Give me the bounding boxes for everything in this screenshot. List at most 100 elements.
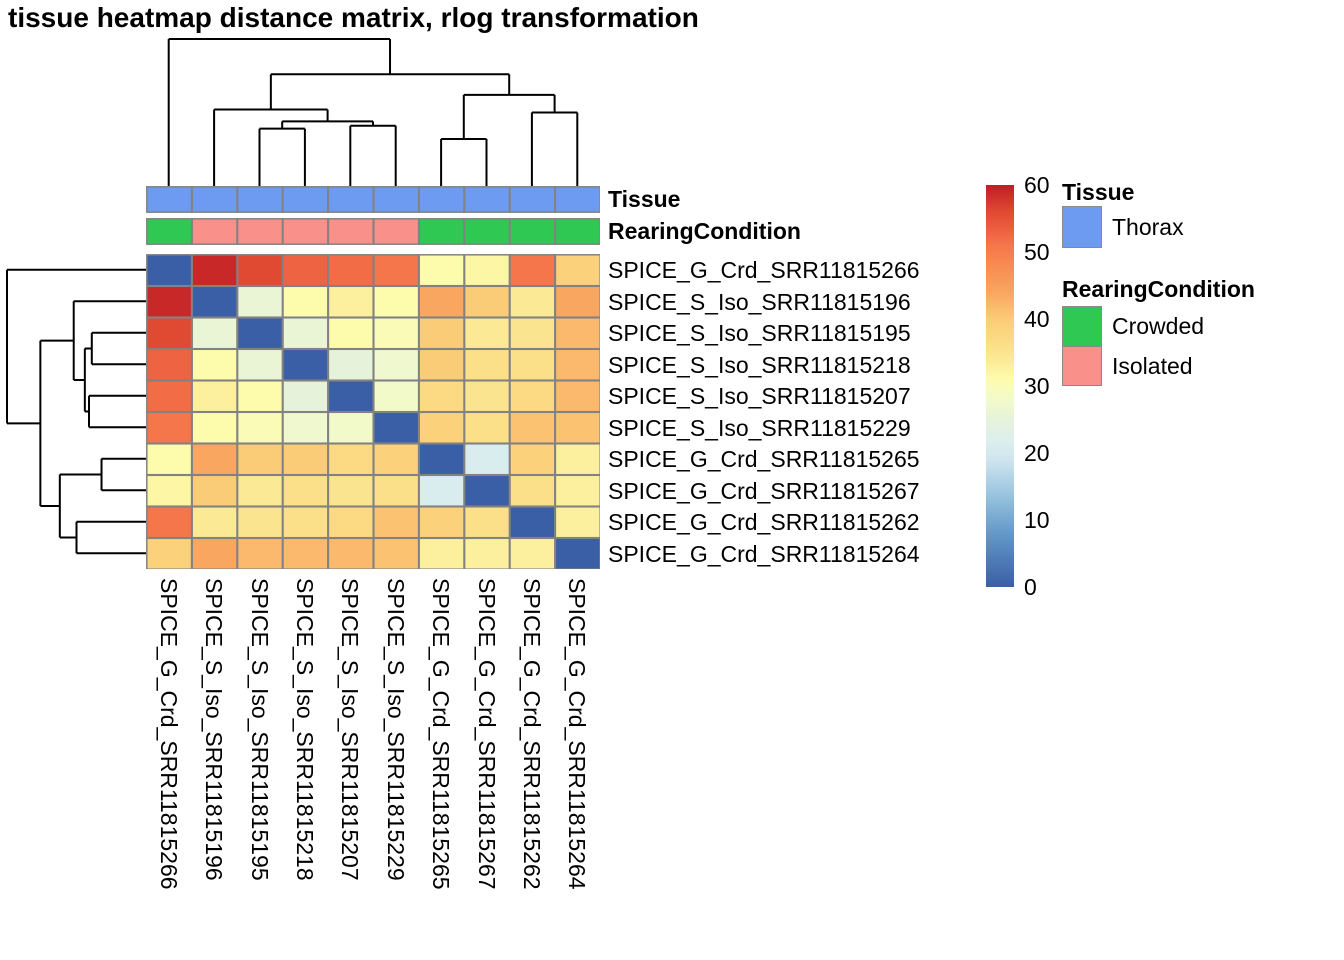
colorbar-tick: 60 <box>1024 172 1050 198</box>
heatmap-cell <box>236 285 284 318</box>
heatmap-cell <box>282 380 329 413</box>
heatmap-cell <box>463 443 511 476</box>
heatmap-cell <box>191 380 238 413</box>
legend-swatch-thorax <box>1062 206 1102 248</box>
rearing-annotation-cell <box>327 218 374 245</box>
colorbar-tick: 20 <box>1024 440 1050 466</box>
colorbar-tick: 50 <box>1024 239 1050 265</box>
heatmap-cell <box>191 285 238 318</box>
column-label: SPICE_S_Iso_SRR11815229 <box>382 578 409 881</box>
column-label: SPICE_G_Crd_SRR11815266 <box>155 578 182 890</box>
column-label: SPICE_S_Iso_SRR11815207 <box>337 578 364 881</box>
tissue-annotation-cell <box>463 186 511 213</box>
heatmap-cell <box>282 285 329 318</box>
heatmap-cell <box>236 411 284 444</box>
row-dendrogram <box>6 268 146 555</box>
heatmap-cell <box>418 411 465 444</box>
heatmap-cell <box>418 254 465 287</box>
colorbar-tick: 10 <box>1024 507 1050 533</box>
legend-rearing-heading: RearingCondition <box>1062 276 1255 302</box>
tissue-annotation-cell <box>236 186 284 213</box>
colorbar-gradient <box>986 185 1014 587</box>
heatmap-cell <box>373 380 420 413</box>
tissue-annotation-cell <box>282 186 329 213</box>
heatmap-cell <box>418 443 465 476</box>
heatmap-cell <box>509 348 556 381</box>
column-label: SPICE_G_Crd_SRR11815265 <box>428 578 455 890</box>
heatmap-cell <box>418 285 465 318</box>
heatmap-cell <box>509 443 556 476</box>
heatmap-cell <box>327 348 374 381</box>
heatmap-cell <box>554 380 600 413</box>
tissue-annotation-cell <box>327 186 374 213</box>
heatmap-cell <box>327 506 374 539</box>
heatmap-matrix <box>146 254 600 569</box>
heatmap-cell <box>554 506 600 539</box>
heatmap-cell <box>282 506 329 539</box>
row-label: SPICE_S_Iso_SRR11815207 <box>608 383 911 409</box>
heatmap-cell <box>463 474 511 507</box>
tissue-annotation-label: Tissue <box>608 186 681 212</box>
column-label: SPICE_S_Iso_SRR11815195 <box>246 578 273 881</box>
heatmap-cell <box>418 317 465 350</box>
heatmap-cell <box>509 537 556 569</box>
heatmap-cell <box>509 474 556 507</box>
heatmap-cell <box>146 254 193 287</box>
rearing-annotation-cell <box>282 218 329 245</box>
heatmap-cell <box>327 537 374 569</box>
heatmap-cell <box>509 254 556 287</box>
tissue-annotation-cell <box>373 186 420 213</box>
row-label: SPICE_G_Crd_SRR11815266 <box>608 257 920 283</box>
heatmap-cell <box>236 443 284 476</box>
heatmap-cell <box>236 506 284 539</box>
heatmap-cell <box>463 411 511 444</box>
heatmap-cell <box>236 474 284 507</box>
column-label: SPICE_G_Crd_SRR11815262 <box>518 578 545 890</box>
colorbar-tick: 40 <box>1024 306 1050 332</box>
heatmap-cell <box>554 254 600 287</box>
heatmap-cell <box>463 285 511 318</box>
heatmap-cell <box>327 443 374 476</box>
heatmap-cell <box>327 474 374 507</box>
heatmap-cell <box>373 537 420 569</box>
rearing-annotation-bar <box>146 218 600 245</box>
heatmap-cell <box>146 443 193 476</box>
heatmap-cell <box>463 537 511 569</box>
heatmap-cell <box>373 317 420 350</box>
tissue-annotation-cell <box>418 186 465 213</box>
heatmap-cell <box>463 254 511 287</box>
heatmap-cell <box>509 506 556 539</box>
row-label: SPICE_S_Iso_SRR11815218 <box>608 351 911 378</box>
heatmap-cell <box>191 254 238 287</box>
heatmap-cell <box>418 348 465 381</box>
rearing-annotation-cell <box>146 218 193 245</box>
heatmap-cell <box>418 380 465 413</box>
column-label: SPICE_S_Iso_SRR11815196 <box>201 578 228 881</box>
heatmap-cell <box>191 348 238 381</box>
heatmap-cell <box>373 506 420 539</box>
rearing-annotation-cell <box>373 218 420 245</box>
heatmap-cell <box>373 348 420 381</box>
heatmap-cell <box>554 285 600 318</box>
heatmap-cell <box>418 537 465 569</box>
legend-swatch-crowded <box>1062 306 1102 346</box>
row-label: SPICE_G_Crd_SRR11815267 <box>608 477 920 504</box>
heatmap-cell <box>554 443 600 476</box>
row-label: SPICE_S_Iso_SRR11815229 <box>608 414 911 441</box>
heatmap-cell <box>191 411 238 444</box>
heatmap-cell <box>373 254 420 287</box>
plot-title: tissue heatmap distance matrix, rlog tra… <box>8 2 699 33</box>
row-label: SPICE_S_Iso_SRR11815196 <box>608 288 911 315</box>
column-label: SPICE_G_Crd_SRR11815264 <box>564 578 591 890</box>
heatmap-cell <box>146 411 193 444</box>
heatmap-cell <box>554 411 600 444</box>
tissue-annotation-cell <box>191 186 238 213</box>
heatmap-cell <box>509 411 556 444</box>
heatmap-cell <box>463 348 511 381</box>
heatmap-cell <box>327 254 374 287</box>
heatmap-cell <box>373 411 420 444</box>
legend-swatch-isolated <box>1062 346 1102 386</box>
heatmap-cell <box>236 348 284 381</box>
heatmap-cell <box>282 443 329 476</box>
